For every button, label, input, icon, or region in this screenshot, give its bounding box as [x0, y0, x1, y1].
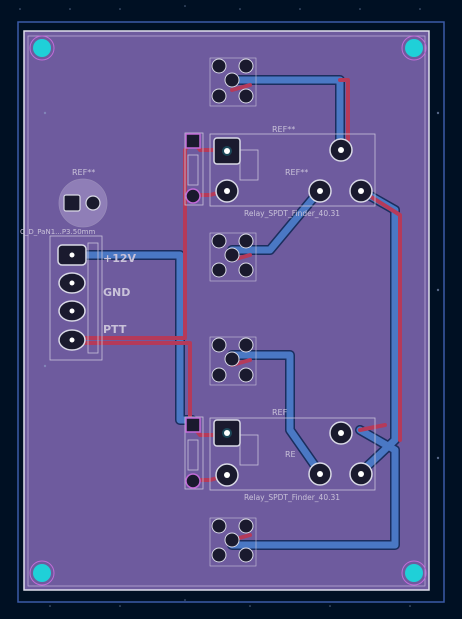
- relay-2-footprint: REF RE Relay_SPDT_Finder_40.31: [209, 408, 376, 502]
- diode-1-pad-a: [185, 133, 201, 149]
- capacitor-footprint: REF**: [58, 168, 108, 228]
- diode-2-footprint: [184, 416, 204, 490]
- relay-2-courtyard: [209, 417, 376, 491]
- relay-1-value-label: Relay_SPDT_Finder_40.31: [244, 209, 340, 218]
- outer-margin-outline: [17, 21, 445, 603]
- board-inner-outline: [27, 35, 426, 587]
- pin-label-ptt: PTT: [103, 323, 127, 336]
- terminal-connector: C_D_PaN1...P3.50mm +12V GND PTT: [20, 228, 137, 361]
- header-footprints: [209, 57, 257, 567]
- capacitor-ref-label: REF**: [72, 168, 95, 177]
- relay-1-ref-label-b: REF**: [285, 168, 308, 177]
- header-2: [209, 232, 257, 282]
- capacitor-pad-1: [63, 194, 81, 212]
- diode-2-pad-a: [185, 417, 201, 433]
- relay-2-coil-symbol: [239, 434, 259, 466]
- grid-dots: [19, 5, 440, 607]
- diode-2-pad-k: [185, 473, 201, 489]
- header-4: [209, 517, 257, 567]
- relay-2-ref-label: REF: [272, 408, 288, 417]
- mount-hole-bottom-left: [29, 560, 55, 586]
- mounting-holes: [29, 35, 427, 586]
- capacitor-outline: [58, 178, 108, 228]
- relay-2-value-label: Relay_SPDT_Finder_40.31: [244, 493, 340, 502]
- capacitor-pad-2: [85, 195, 101, 211]
- relay-1-coil-symbol: [239, 149, 259, 181]
- connector-outline: [49, 235, 103, 361]
- relay-1-courtyard: [209, 133, 376, 207]
- mount-hole-bottom-right: [401, 560, 427, 586]
- pin-label-12v: +12V: [103, 252, 137, 265]
- board-outline: [23, 30, 430, 591]
- header-1: [209, 57, 257, 107]
- relay-1-ref-label: REF**: [272, 125, 295, 134]
- diode-1-footprint: [184, 132, 204, 206]
- relay-1-footprint: REF** REF** Relay_SPDT_Finder_40.31: [209, 125, 376, 218]
- relay-2-ref-label-b: RE: [285, 450, 296, 459]
- pin-label-gnd: GND: [103, 286, 130, 299]
- mount-hole-top-left: [29, 35, 55, 61]
- mount-hole-top-right: [401, 35, 427, 61]
- header-3: [209, 336, 257, 386]
- diode-1-pad-k: [185, 188, 201, 204]
- connector-value-label: C_D_PaN1...P3.50mm: [20, 228, 95, 236]
